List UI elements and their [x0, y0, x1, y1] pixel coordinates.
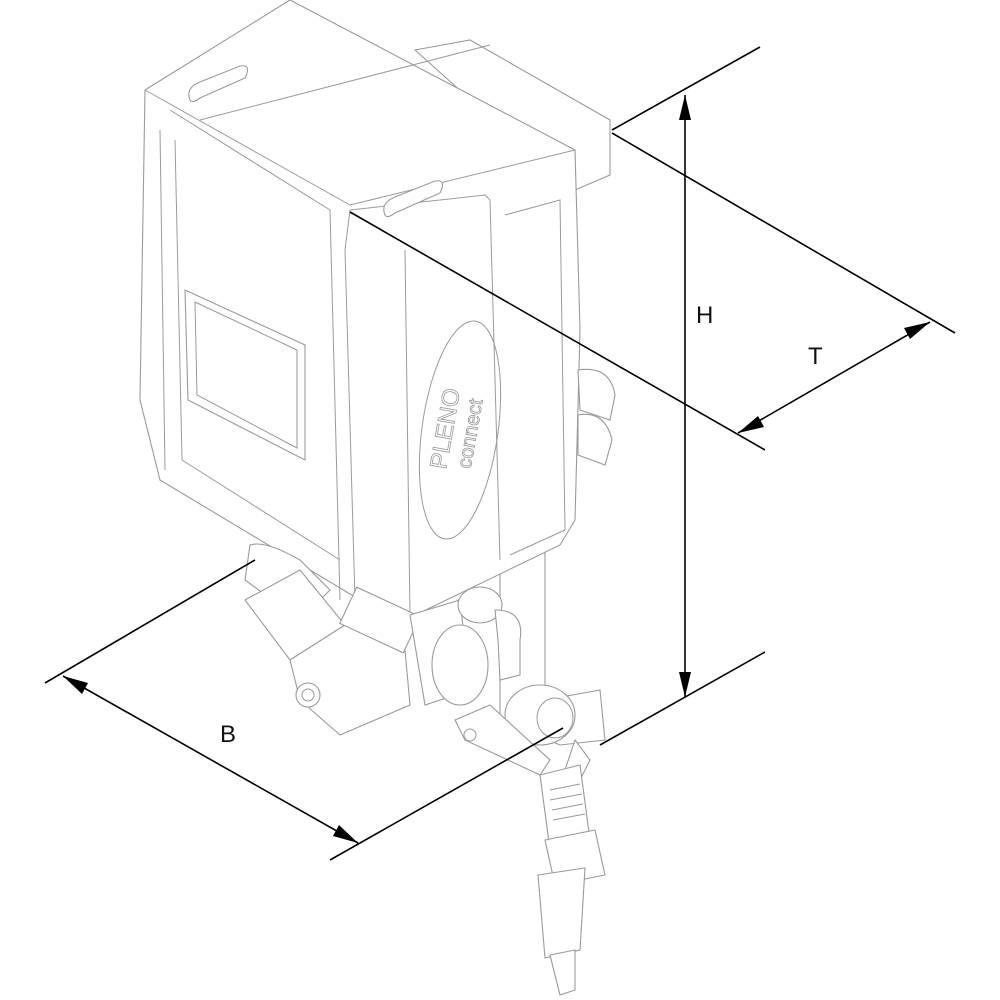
side-fittings [577, 368, 616, 466]
drain-hose [537, 738, 606, 996]
housing [139, 0, 581, 621]
dimension-depth: T [349, 132, 956, 451]
height-label: H [696, 302, 713, 329]
ball-valve [409, 586, 576, 776]
dimension-height: H [599, 46, 766, 746]
dimension-width: B [44, 559, 564, 861]
solenoid-valve [244, 543, 421, 736]
width-label: B [220, 721, 236, 748]
depth-label: T [808, 343, 823, 370]
